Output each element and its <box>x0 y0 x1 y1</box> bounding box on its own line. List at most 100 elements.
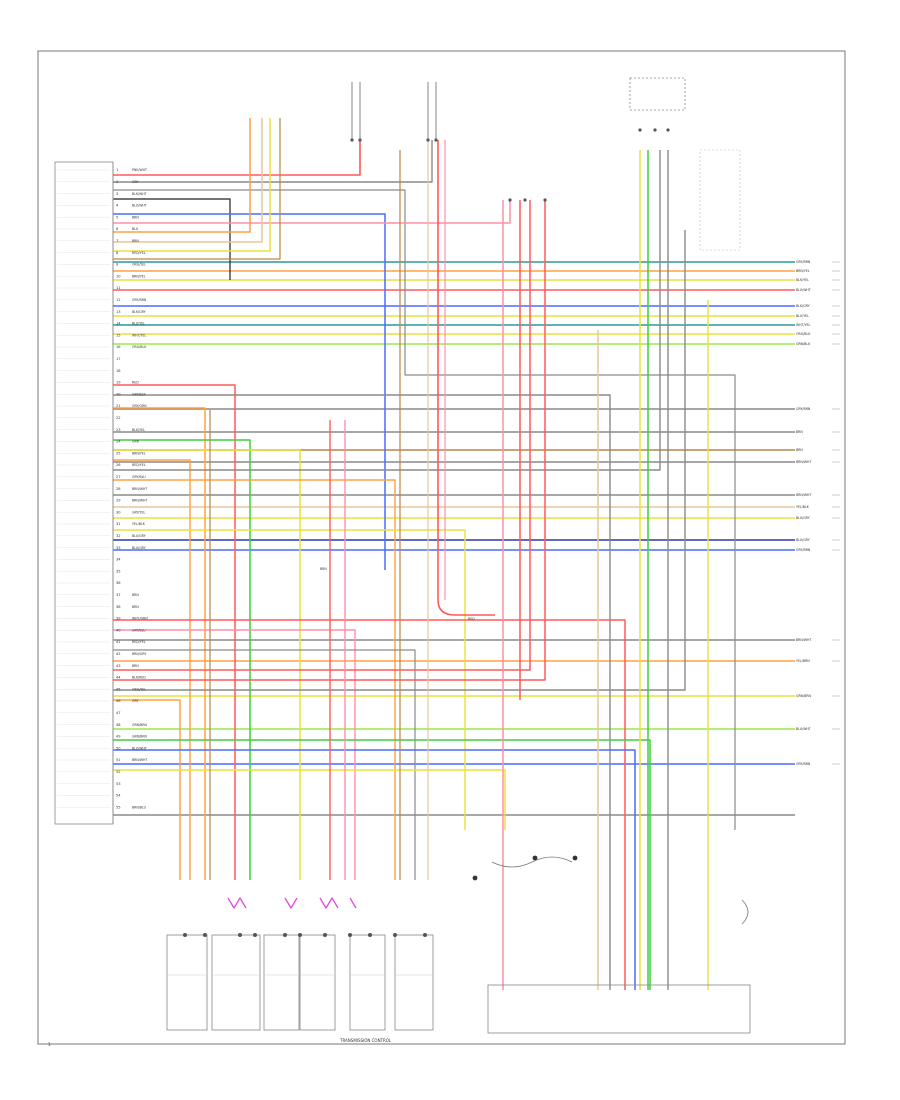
right-wire-label: YEL/BRN <box>796 659 810 663</box>
connector-dot <box>653 128 657 132</box>
terminal-dot <box>368 933 372 937</box>
wire <box>113 200 531 671</box>
pin-number: 44 <box>116 676 121 680</box>
wire <box>113 769 506 830</box>
solenoid-box <box>263 934 300 1031</box>
right-wire-label: GRY/BRN <box>796 407 811 411</box>
pin-number: 19 <box>116 381 121 385</box>
wire <box>113 213 386 570</box>
wire <box>113 140 361 176</box>
pin-wire-label: BRN <box>132 215 139 219</box>
pin-wire-label: BLU/GRY <box>132 546 146 550</box>
terminal-dot <box>238 933 242 937</box>
pin-wire-label: BRN/WHT <box>132 487 147 491</box>
pin-wire-label: BRN <box>132 664 139 668</box>
center-label-red: RED <box>468 617 475 621</box>
pin-number: 54 <box>116 794 121 798</box>
wire <box>113 449 301 880</box>
connector-dot <box>638 128 642 132</box>
pin-number: 42 <box>116 652 121 656</box>
right-wire-label: WHT/YEL <box>796 323 811 327</box>
wire <box>113 118 251 233</box>
pin-number: 7 <box>116 239 118 243</box>
solenoid-box <box>394 934 434 1031</box>
right-wire-label: BRN/YEL <box>796 269 810 273</box>
speed-sensor-symbol <box>491 856 573 868</box>
wire <box>113 200 546 681</box>
pin-number: 30 <box>116 510 121 514</box>
wire <box>113 649 416 880</box>
pin-wire-label: BLU/WHT <box>132 204 147 208</box>
pin-number: 5 <box>116 215 118 219</box>
pin-number: 26 <box>116 463 121 467</box>
pin-wire-label: GRN/BRN <box>132 735 148 739</box>
wire <box>113 749 636 990</box>
pin-wire-label: ORG/YEL <box>132 263 146 267</box>
pin-wire-label: BLK/GRY <box>132 310 146 314</box>
pin-number: 8 <box>116 251 119 255</box>
pin-wire-label: BLU/GRY <box>132 534 146 538</box>
pin-wire-label: RED/YEL <box>132 251 146 255</box>
pin-number: 41 <box>116 640 121 644</box>
wire <box>113 118 263 243</box>
right-wire-label: GRY/BRN <box>796 762 811 766</box>
pin-number: 2 <box>116 180 118 184</box>
ground-point <box>472 875 478 881</box>
right-wire-label: GRN/BLK <box>796 342 811 346</box>
wire <box>113 118 271 252</box>
pin-wire-label: GRY/BRN <box>132 298 147 302</box>
pin-wire-label: GRY/GRN <box>132 404 147 408</box>
pin-number: 55 <box>116 805 121 809</box>
pin-number: 23 <box>116 428 121 432</box>
top-connector-b <box>427 82 437 140</box>
pin-wire-label: RED/YEL <box>132 463 146 467</box>
pin-number: 6 <box>116 227 119 231</box>
pin-wire-label: GRN <box>132 440 140 444</box>
wire <box>349 897 357 909</box>
pin-wire-label: GRY/BLU <box>132 475 146 479</box>
pin-number: 47 <box>116 711 121 715</box>
pin-wire-label: WHT/GRN <box>132 617 148 621</box>
sensor-connector-right <box>699 149 741 251</box>
terminal-dot <box>393 933 397 937</box>
pin-number: 11 <box>116 286 121 290</box>
pin-number: 4 <box>116 204 119 208</box>
pin-number: 52 <box>116 770 121 774</box>
right-wire-label: BRN/WHT <box>796 493 811 497</box>
pin-wire-label: ORG/YEL <box>132 687 146 691</box>
pin-number: 12 <box>116 298 121 302</box>
pin-wire-label: ORG/BLK <box>132 345 147 349</box>
terminal-dot <box>183 933 187 937</box>
pin-wire-label: GRY/YEL <box>132 510 145 514</box>
right-wire-label: BRN/WHT <box>796 460 811 464</box>
pin-number: 16 <box>116 345 121 349</box>
terminal-dot <box>298 933 302 937</box>
wire <box>113 739 651 990</box>
pin-wire-label: BRN/BLU <box>132 805 147 809</box>
pin-number: 40 <box>116 628 121 632</box>
pin-number: 9 <box>116 263 119 267</box>
wire <box>437 140 495 616</box>
pin-number: 24 <box>116 440 121 444</box>
ground-point <box>532 855 538 861</box>
pin-wire-label: BLU <box>132 227 139 231</box>
pin-number: 51 <box>116 758 121 762</box>
right-wire-label: BLU/GRY <box>796 516 810 520</box>
wire <box>113 619 626 990</box>
right-wire-label: BLK/GRY <box>796 304 810 308</box>
pin-number: 39 <box>116 617 121 621</box>
pin-wire-label: GRN/BRN <box>132 723 148 727</box>
pin-number: 46 <box>116 699 121 703</box>
pin-number: 20 <box>116 392 121 396</box>
pin-number: 35 <box>116 569 121 573</box>
connector-dot <box>508 198 512 202</box>
terminal-dot <box>203 933 207 937</box>
pin-number: 50 <box>116 746 121 750</box>
pin-number: 43 <box>116 664 121 668</box>
pin-wire-label: BLK/YEL <box>132 428 145 432</box>
wire <box>113 140 433 183</box>
pin-wire-label: BLU/YEL <box>132 322 145 326</box>
pin-wire-label: RED/YEL <box>132 640 146 644</box>
wire <box>113 198 231 280</box>
